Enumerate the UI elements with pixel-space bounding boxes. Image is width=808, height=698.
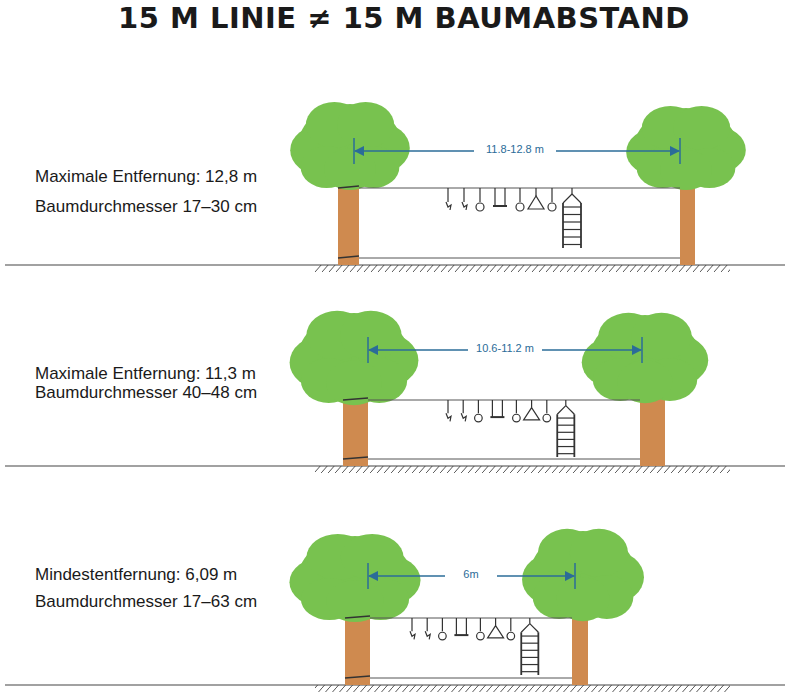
spec-text: Maximale Entfernung: 12,8 m <box>35 167 257 187</box>
scene <box>5 311 785 473</box>
spec-text: Baumdurchmesser 17–30 cm <box>35 197 257 217</box>
dimension-label: 10.6-11.2 m <box>472 342 538 355</box>
scene <box>5 529 785 692</box>
scene <box>5 102 785 272</box>
spec-text: Maximale Entfernung: 11,3 m <box>35 364 256 384</box>
dimension-label: 11.8-12.8 m <box>482 143 548 156</box>
spec-text: Baumdurchmesser 17–63 cm <box>35 592 257 612</box>
spec-text: Baumdurchmesser 40–48 cm <box>35 383 257 403</box>
title: 15 M LINIE ≠ 15 M BAUMABSTAND <box>118 2 690 35</box>
dimension-label: 6m <box>459 568 482 581</box>
spec-text: Mindestentfernung: 6,09 m <box>35 565 237 585</box>
